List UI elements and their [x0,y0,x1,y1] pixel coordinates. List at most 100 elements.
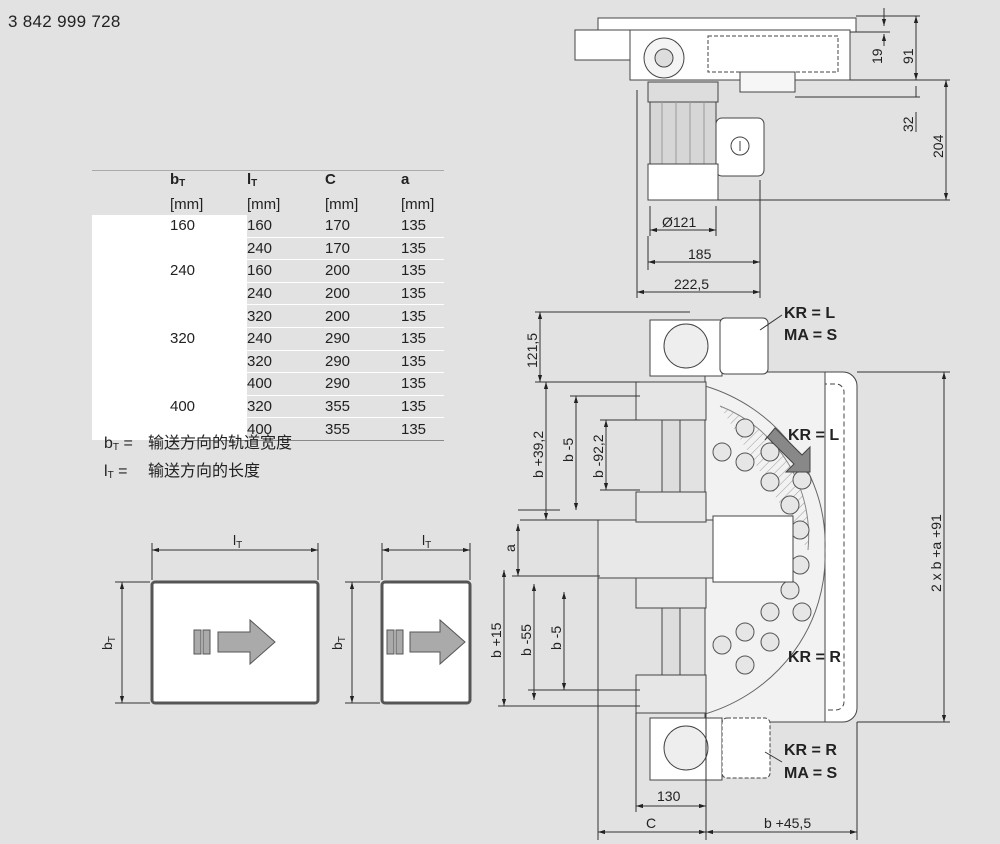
part-number: 3 842 999 728 [8,12,121,31]
table-cell: 200 [325,281,401,305]
table-cell: 200 [325,304,401,328]
table-cell: 135 [401,259,444,283]
header-bt: bT [170,170,247,193]
table-cell: 160 [247,217,273,235]
table-cell: 355 [325,394,401,418]
label-bt-long: bT [99,636,118,650]
table-cell: 135 [401,281,444,305]
dim-19: 19 [869,48,885,64]
dim-bt-minus-5-upper: b -5 [560,438,576,462]
label-kr-l-arrow: KR = L [788,427,839,444]
table-cell: 135 [401,372,444,396]
table-cell: 135 [401,304,444,328]
group-spacer [92,326,170,396]
dim-121-5: 121,5 [524,333,540,368]
dim-bt-plus-39-2: b +39,2 [530,431,546,478]
dim-a: a [502,544,518,552]
label-kr-l-top: KR = L [784,305,835,322]
table-cell: 160 [170,215,247,238]
table-cell: 160 [247,259,325,283]
unit-cell: [mm] [247,195,281,213]
table-cell: 290 [325,372,401,396]
table-cell: 240 [247,281,325,305]
legend: bT =输送方向的轨道宽度 lT =输送方向的长度 [104,432,292,488]
table-cell: 240 [247,236,325,260]
table-cell: 135 [401,417,444,441]
dim-130: 130 [657,788,681,804]
label-ma-s-bottom: MA = S [784,765,838,782]
table-cell: 135 [401,326,444,351]
unit-cell: [mm] [325,195,359,213]
unit-cell: [mm] [401,195,435,213]
table-cell: 135 [401,236,444,260]
header-c: C [325,170,401,193]
dim-bt-minus-55: b -55 [518,624,534,656]
unit-cell: [mm] [170,195,204,213]
table-cell: 170 [325,217,351,235]
dim-222-5: 222,5 [674,276,709,292]
group-spacer [92,259,170,328]
group-spacer [92,394,170,441]
dim-c: C [646,815,656,831]
table-cell: 355 [325,417,401,441]
table-cell: 135 [401,349,444,373]
table-cell: 320 [247,394,325,418]
label-kr-r-bottom: KR = R [784,742,837,759]
table-cell [170,349,247,373]
dim-2x-bt: 2 x b +a +91 [928,514,944,592]
top-view-drive [574,17,857,201]
table-cell: 135 [401,217,427,235]
table-cell [170,304,247,328]
label-kr-r-arrow: KR = R [788,649,841,666]
main-view-frame [597,317,858,781]
dim-diameter: Ø121 [662,214,696,230]
label-bt-square: bT [329,636,348,650]
small-view-long [115,543,320,705]
label-lt-square: lT [422,532,431,551]
dim-bt-minus-92-2: b -92,2 [590,434,606,478]
small-view-square [345,543,472,705]
table-cell [170,372,247,396]
dim-32: 32 [900,116,916,132]
table-header-row: bT lT C a [92,170,444,193]
table-cell: 135 [401,394,444,418]
table-cell: 400 [247,372,325,396]
table-cell: 400 [247,417,325,441]
table-cell [170,281,247,305]
main-view-dimensions [498,311,950,840]
dim-91: 91 [900,48,916,64]
table-cell [170,417,247,441]
table-unit-row: [mm] [mm] [mm] [mm] [92,193,444,215]
label-ma-s-top: MA = S [784,327,838,344]
table-cell: 240 [170,259,247,283]
dim-bt-plus-15: b +15 [488,622,504,658]
table-cell: 320 [247,304,325,328]
table-cell: 290 [325,349,401,373]
group-spacer [92,215,170,260]
table-cell: 200 [325,259,401,283]
table-cell: 240 [247,326,325,351]
top-view-dimensions [636,8,950,298]
table-cell: 290 [325,326,401,351]
header-a: a [401,170,444,193]
label-lt-long: lT [233,532,242,551]
table-cell: 320 [247,349,325,373]
table-cell: 320 [170,326,247,351]
dim-bt-plus-45-5: b +45,5 [764,815,811,831]
dim-204: 204 [930,134,946,158]
legend-item-bt: bT =输送方向的轨道宽度 [104,435,293,453]
legend-item-lt: lT =输送方向的长度 [104,463,261,481]
table-cell: 170 [325,236,401,260]
